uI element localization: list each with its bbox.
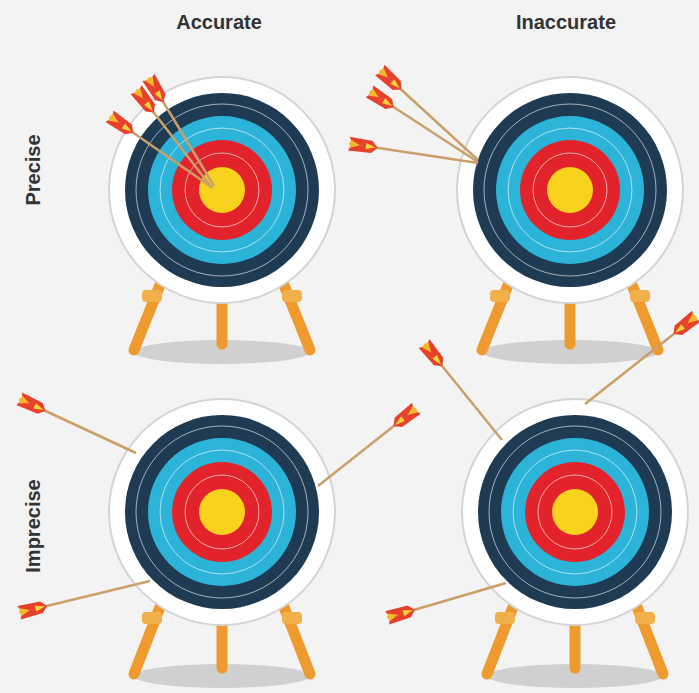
- fletching-tip: [19, 396, 29, 403]
- arrow-shaft: [150, 80, 214, 186]
- arrow: [366, 85, 478, 162]
- arrow-shaft: [426, 346, 502, 440]
- fletching-band: [403, 610, 413, 616]
- arrow: [106, 111, 210, 186]
- ring-line: [489, 426, 661, 598]
- target-ring: [520, 140, 620, 240]
- fletching-band: [675, 324, 685, 333]
- ring-line: [136, 104, 308, 276]
- stand-clip: [635, 612, 655, 624]
- arrow: [375, 65, 478, 160]
- target-ring: [525, 462, 625, 562]
- ring-line: [538, 475, 612, 549]
- fletching-band: [155, 90, 163, 100]
- archery-target: [109, 77, 335, 364]
- target-ring: [148, 438, 296, 586]
- arrow-shaft: [22, 581, 150, 612]
- fletching-tip: [408, 406, 418, 415]
- ring-line: [533, 153, 607, 227]
- arrow-shaft: [382, 72, 478, 160]
- fletching-tip: [369, 89, 379, 97]
- arrow-shaft: [352, 144, 478, 163]
- fletching-band: [395, 416, 405, 425]
- arrow-shaft: [585, 318, 694, 404]
- archery-target: [457, 77, 683, 364]
- fletching-band: [432, 355, 441, 365]
- fletching-band: [382, 98, 392, 106]
- target-ring: [496, 116, 644, 264]
- arrow-shaft: [138, 92, 212, 188]
- stand-clip: [490, 290, 510, 302]
- target-ring: [172, 462, 272, 562]
- target-ring: [125, 93, 319, 287]
- arrow: [419, 339, 502, 440]
- archery-target: [462, 399, 688, 688]
- arrow-shaft: [112, 118, 210, 186]
- arrow: [318, 403, 421, 486]
- archery-target: [109, 399, 335, 688]
- ring-line: [160, 450, 284, 574]
- fletching-band: [390, 79, 399, 88]
- fletching-tip: [134, 89, 143, 99]
- stand-clip: [142, 290, 162, 302]
- stand-clip: [495, 612, 515, 624]
- fletching-tip: [379, 68, 388, 77]
- ring-line: [185, 153, 259, 227]
- stand-clip: [630, 290, 650, 302]
- target-ring: [199, 489, 245, 535]
- arrow: [142, 74, 214, 186]
- fletching-tip: [387, 613, 398, 621]
- stand-clip: [142, 612, 162, 624]
- fletching-band: [144, 101, 152, 111]
- row-header: Imprecise: [21, 479, 45, 572]
- column-header: Accurate: [176, 10, 262, 34]
- fletching-tip: [422, 343, 431, 353]
- target-ring: [473, 93, 667, 287]
- fletching-tip: [146, 77, 154, 87]
- arrow: [348, 137, 478, 163]
- arrow-shaft: [22, 400, 136, 453]
- target-ring: [125, 415, 319, 609]
- target-ring: [148, 116, 296, 264]
- arrow: [585, 311, 699, 404]
- fletching-band: [35, 606, 45, 612]
- row-header: Precise: [21, 134, 45, 205]
- fletching-tip: [109, 114, 119, 122]
- arrow: [131, 85, 212, 188]
- fletching-band: [365, 143, 375, 149]
- arrow-shaft: [318, 410, 414, 486]
- ring-line: [136, 426, 308, 598]
- arrow-shaft: [372, 93, 478, 162]
- arrow: [17, 581, 150, 620]
- fletching-tip: [688, 314, 698, 323]
- arrow: [16, 392, 136, 453]
- target-ring: [478, 415, 672, 609]
- target-ring: [501, 438, 649, 586]
- fletching-tip: [349, 140, 360, 148]
- fletching-band: [33, 403, 43, 410]
- ring-line: [484, 104, 656, 276]
- column-header: Inaccurate: [516, 10, 616, 34]
- target-ring: [109, 399, 335, 625]
- stand-clip: [282, 290, 302, 302]
- target-ring: [109, 77, 335, 303]
- fletching-tip: [19, 608, 30, 616]
- target-ring: [457, 77, 683, 303]
- target-ring: [552, 489, 598, 535]
- stand-clip: [282, 612, 302, 624]
- fletching: [382, 65, 401, 90]
- ring-line: [508, 128, 632, 252]
- arrow-shaft: [390, 583, 506, 617]
- target-ring: [547, 167, 593, 213]
- arrow: [385, 583, 506, 625]
- fletching-band: [122, 124, 132, 132]
- ring-line: [513, 450, 637, 574]
- ring-line: [185, 475, 259, 549]
